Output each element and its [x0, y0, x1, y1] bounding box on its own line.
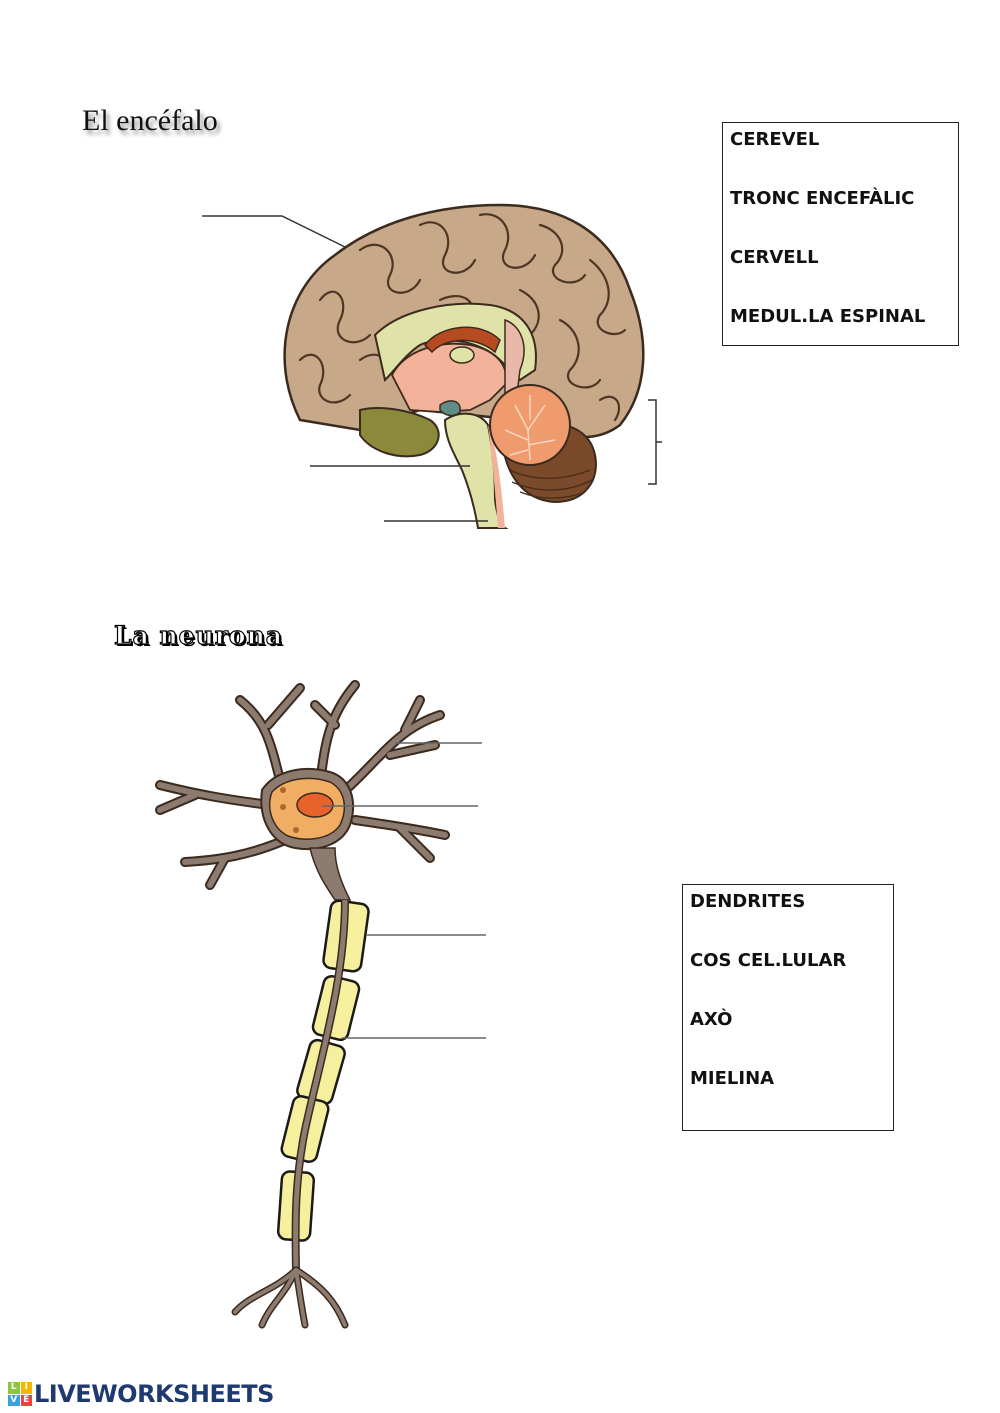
brain-word-bank: CEREVEL TRONC ENCEFÀLIC CERVELL MEDUL.LA…: [722, 122, 959, 346]
word-bank-item[interactable]: DENDRITES: [690, 891, 806, 912]
word-bank-item[interactable]: AXÒ: [690, 1009, 733, 1030]
word-bank-item[interactable]: COS CEL.LULAR: [690, 950, 847, 971]
neuron-section-title: La neurona: [113, 620, 283, 650]
neuron-label-lines: [322, 742, 486, 1039]
brand-name: LIVEWORKSHEETS: [34, 1380, 274, 1408]
liveworksheets-logo-icon: L I V E: [8, 1382, 32, 1406]
word-bank-item[interactable]: MIELINA: [690, 1068, 775, 1089]
word-bank-item[interactable]: MEDUL.LA ESPINAL: [730, 306, 926, 327]
neuron-illustration: [155, 680, 450, 1329]
brain-label-lines: [202, 215, 662, 522]
liveworksheets-brand[interactable]: L I V E LIVEWORKSHEETS: [8, 1380, 274, 1408]
neuron-word-bank: DENDRITES COS CEL.LULAR AXÒ MIELINA: [682, 884, 894, 1131]
brain-illustration: [283, 203, 645, 529]
word-bank-item[interactable]: CERVELL: [730, 247, 819, 268]
word-bank-item[interactable]: CEREVEL: [730, 129, 820, 150]
brain-section-title: El encéfalo: [82, 104, 218, 137]
word-bank-item[interactable]: TRONC ENCEFÀLIC: [730, 188, 915, 209]
